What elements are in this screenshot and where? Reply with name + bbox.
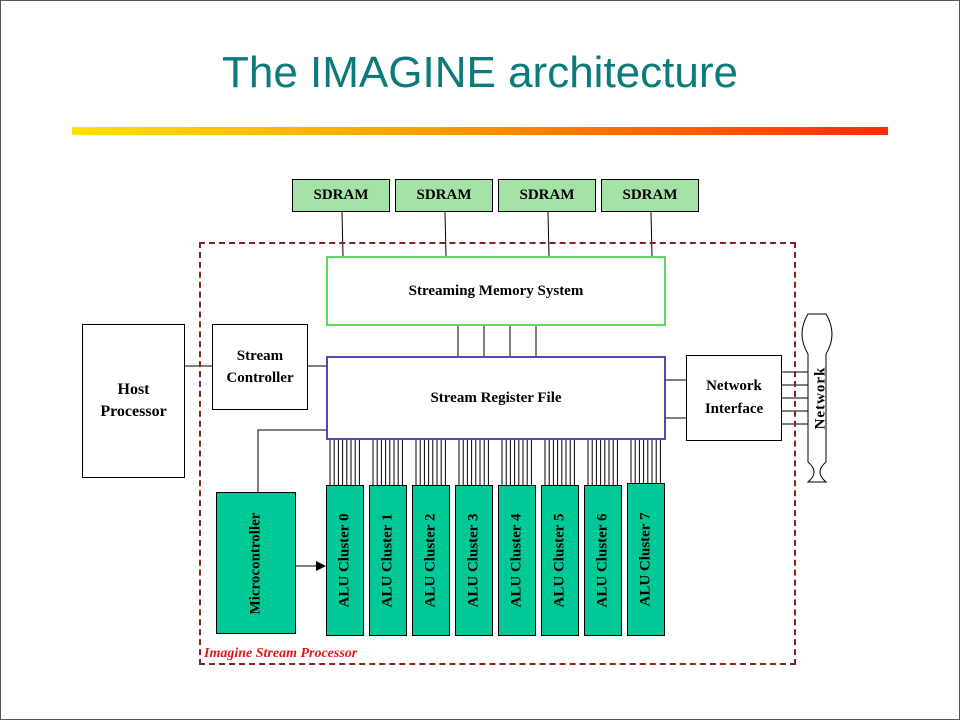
network-cable (801, 313, 833, 483)
host-processor-line-1: Host (117, 381, 150, 398)
network-interface-line-2: Interface (704, 401, 764, 417)
sdram-0: SDRAM (292, 179, 390, 212)
processor-boundary (199, 242, 796, 665)
sdram-2: SDRAM (498, 179, 596, 212)
slide-title: The IMAGINE architecture (222, 48, 738, 97)
sdram-2-link (547, 211, 550, 257)
alu-cluster-7-label: ALU Cluster 7 (637, 512, 654, 607)
alu-cluster-3: ALU Cluster 3 (455, 485, 493, 636)
alu-cluster-1-label: ALU Cluster 1 (379, 513, 396, 608)
microcontroller: Microcontroller (216, 492, 296, 634)
alu-cluster-2-label: ALU Cluster 2 (422, 513, 439, 608)
network-interface: Network Interface (686, 355, 782, 441)
host-processor: Host Processor (82, 324, 185, 478)
sdram-3-link (650, 211, 653, 257)
alu-cluster-3-label: ALU Cluster 3 (465, 513, 482, 608)
alu-cluster-5-label: ALU Cluster 5 (551, 513, 568, 608)
network-interface-line-1: Network (706, 378, 762, 394)
arrow-head-icon (316, 561, 326, 571)
microcontroller-label: Microcontroller (247, 512, 264, 614)
processor-boundary-label: Imagine Stream Processor (204, 646, 358, 661)
alu-cluster-0: ALU Cluster 0 (326, 485, 364, 636)
network-label-text: Network (812, 366, 829, 430)
alu-cluster-7: ALU Cluster 7 (627, 483, 665, 636)
srf-cluster-lanes (329, 440, 661, 485)
stream-register-file: Stream Register File (326, 356, 666, 440)
stream-controller: Stream Controller (212, 324, 308, 410)
alu-cluster-2: ALU Cluster 2 (412, 485, 450, 636)
streaming-memory-system: Streaming Memory System (326, 256, 666, 326)
title-underline (72, 127, 888, 135)
alu-cluster-6: ALU Cluster 6 (584, 485, 622, 636)
alu-cluster-5: ALU Cluster 5 (541, 485, 579, 636)
stream-controller-line-2: Controller (226, 370, 294, 386)
host-processor-line-2: Processor (100, 403, 167, 420)
sdram-3: SDRAM (601, 179, 699, 212)
sdram-0-link (341, 211, 344, 257)
alu-cluster-1: ALU Cluster 1 (369, 485, 407, 636)
sdram-1: SDRAM (395, 179, 493, 212)
alu-cluster-4: ALU Cluster 4 (498, 485, 536, 636)
sdram-1-link (444, 211, 447, 257)
srf-microcontroller-link (257, 429, 326, 492)
alu-cluster-4-label: ALU Cluster 4 (508, 513, 525, 608)
alu-cluster-6-label: ALU Cluster 6 (594, 513, 611, 608)
stream-controller-line-1: Stream (236, 348, 284, 364)
alu-cluster-0-label: ALU Cluster 0 (336, 513, 353, 608)
